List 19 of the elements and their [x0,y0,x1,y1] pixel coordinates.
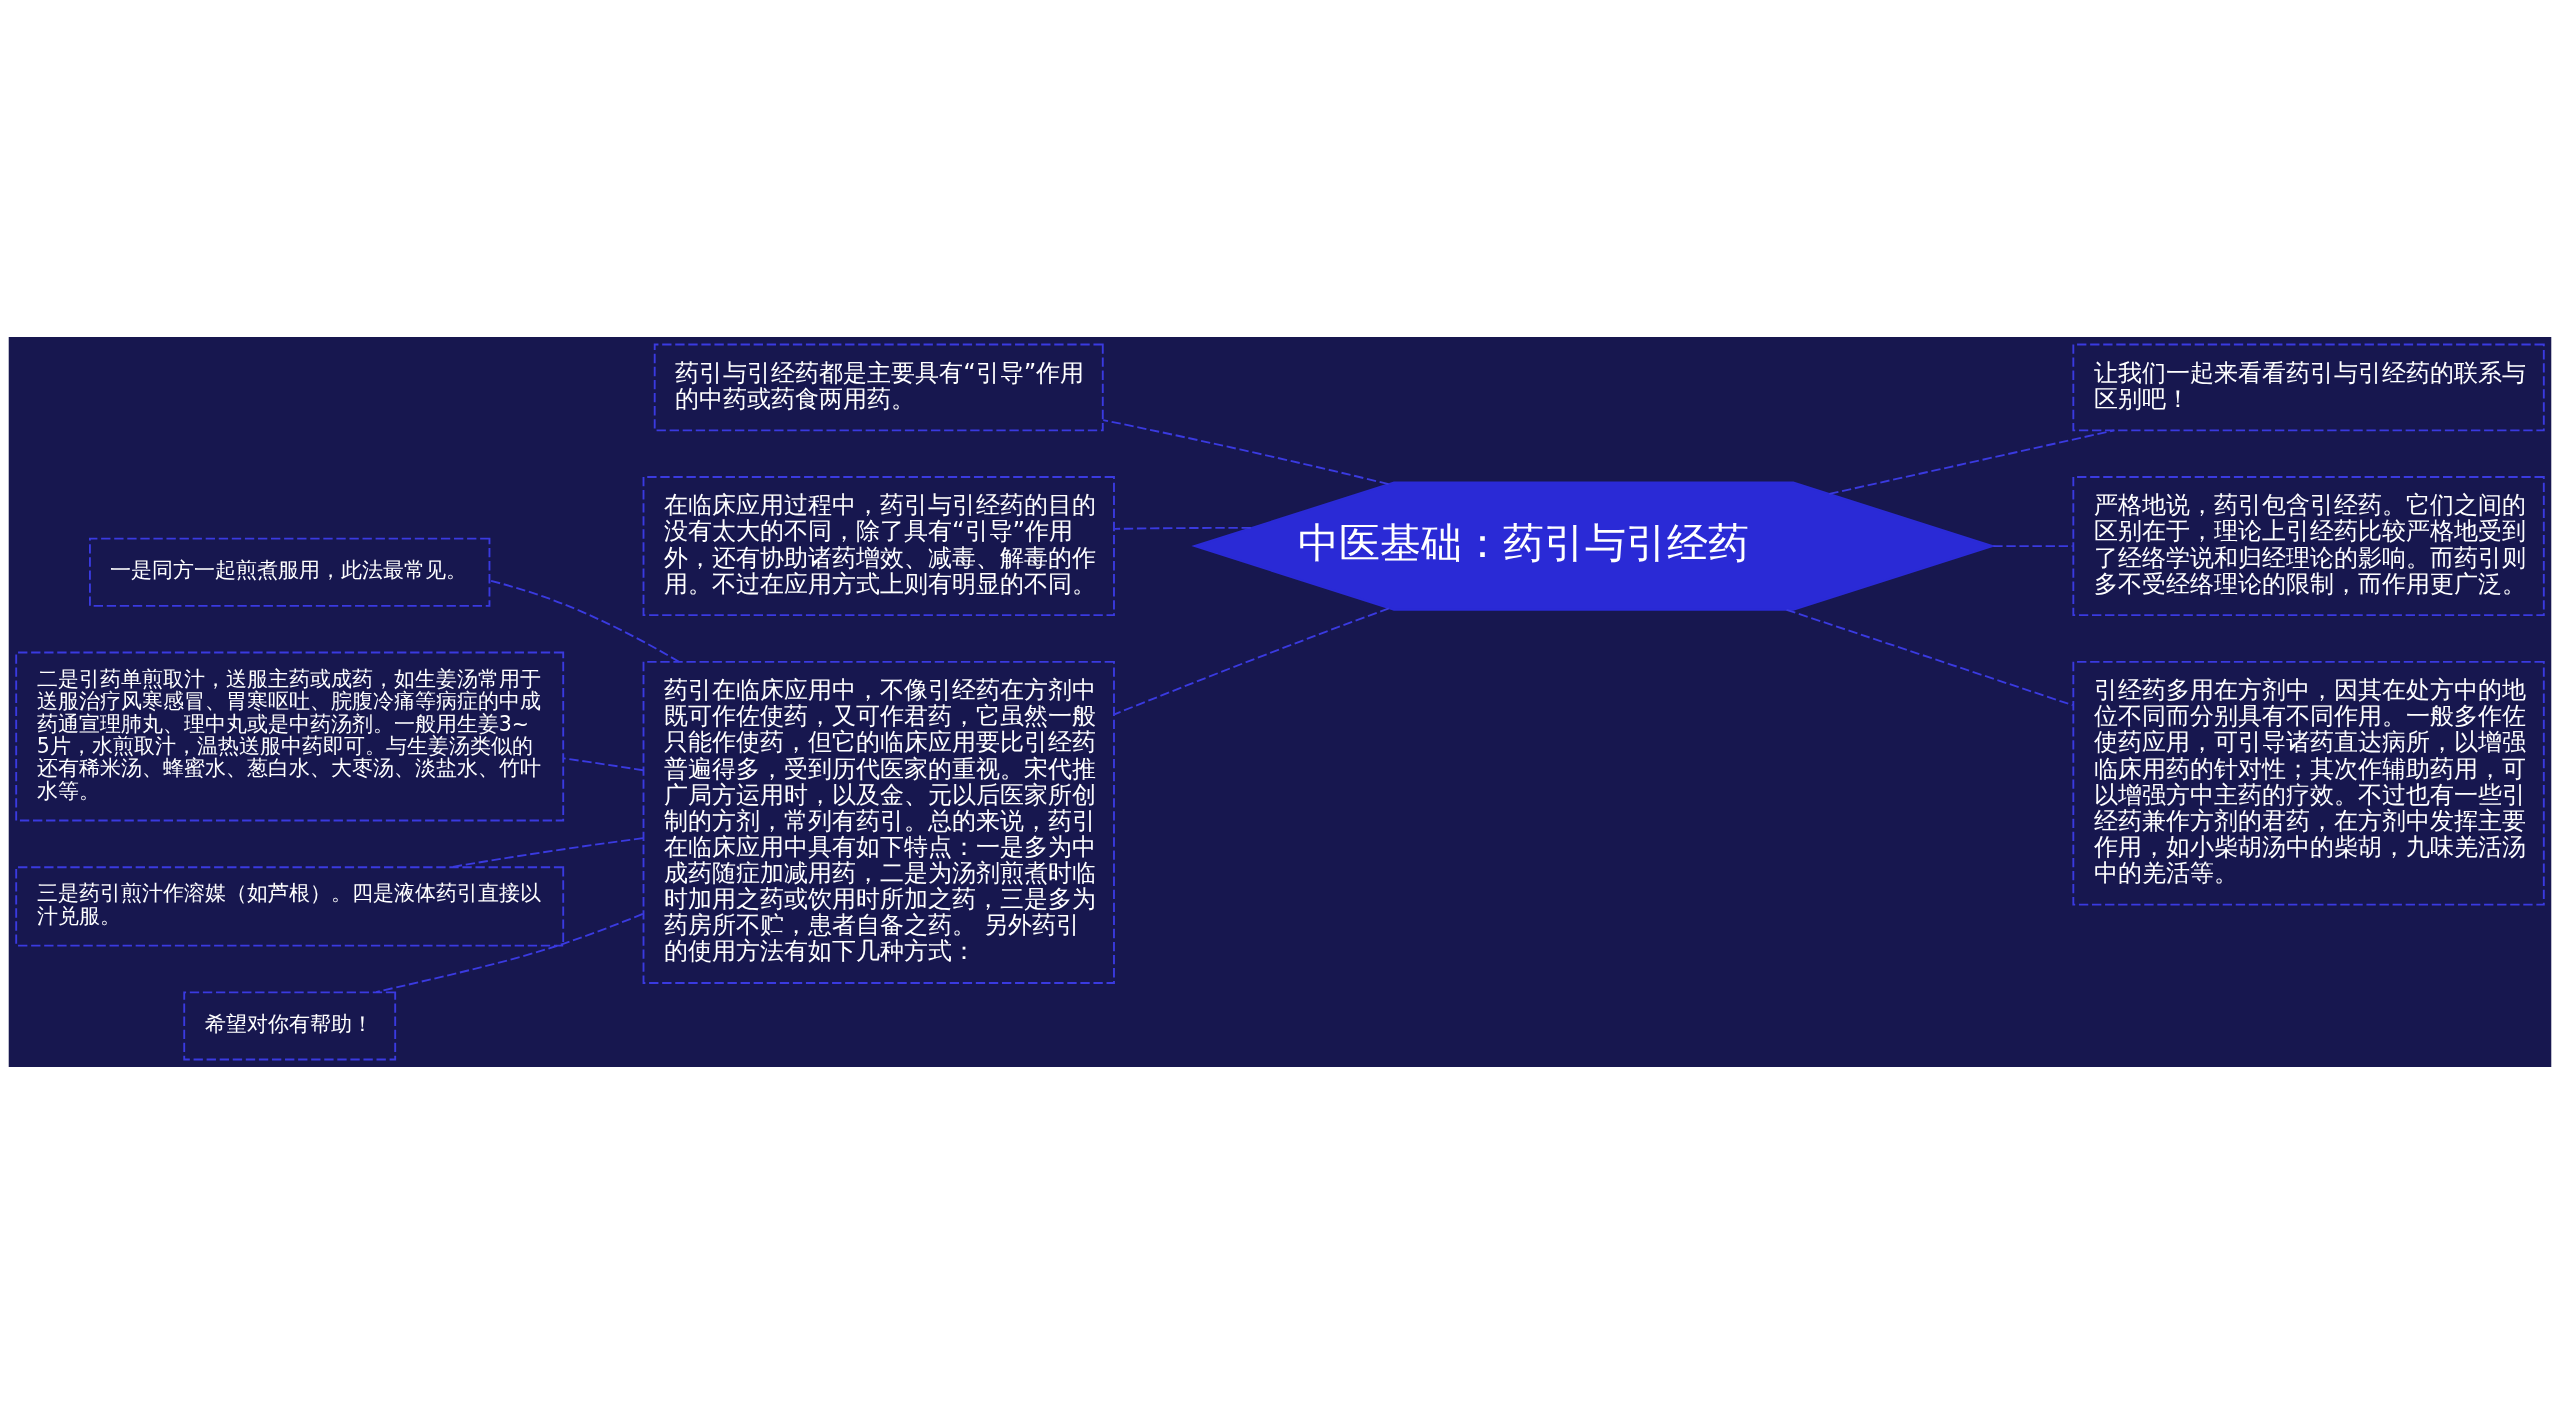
connector [1113,526,1252,530]
node-box: 药引在临床应用中，不像引经药在方剂中既可作佐使药，又可作君药，它虽然一般只能作使药，但它的临床应用要比引经药普遍得多，受到历代医家的重视。宋代推广局方运用时，以及金、元以后医家所创制的方剂，常列有药引。总的来说，药引在临床应用中具有如下特点：一是多为中成药随症加减用药，二是为汤剂煎煮时临时加用之药或饮用时所加之药，三是多为药房所不贮，患者自备之药。 另外药引的使用方法有如下几种方式： [642,660,1115,984]
node-box: 一是同方一起煎煮服用，此法最常见。 [89,537,491,607]
node-box: 二是引药单煎取汁，送服主药或成药，如生姜汤常用于送服治疗风寒感冒、胃寒呕吐、脘腹冷痛等病症的中成药通宣理肺丸、理中丸或是中药汤剂。一般用生姜3~5片，水煎取汁，温热送服中药即可。与生姜汤类似的还有稀米汤、蜂蜜水、葱白水、大枣汤、淡盐水、竹叶水等。 [15,651,565,822]
connector [1785,608,2074,707]
node-box: 让我们一起来看看药引与引经药的联系与区别吧！ [2072,343,2545,432]
connector [1992,545,2074,548]
connector [1102,419,1390,486]
node-box: 严格地说，药引包含引经药。它们之间的区别在于，理论上引经药比较严格地受到了经络学说和归经理论的影响。而药引则多不受经络理论的限制，而作用更广泛。 [2072,476,2545,617]
connector [375,912,644,994]
node-box: 药引与引经药都是主要具有“引导”作用的中药或药食两用药。 [653,343,1104,432]
node-box: 三是药引煎汁作溶媒（如芦根）。四是液体药引直接以汁兑服。 [15,866,565,947]
connector [1113,607,1390,716]
connector [562,757,645,772]
connector [1828,429,2116,495]
node-box: 引经药多用在方剂中，因其在处方中的地位不同而分别具有不同作用。一般多作佐使药应用，可引导诸药直达病所，以增强临床用药的针对性；其次作辅助药用，可以增强方中主药的疗效。不过也有一些引经药兼作方剂的君药，在方剂中发挥主要作用，如小柴胡汤中的柴胡，九味羌活汤中的羌活等。 [2072,660,2545,906]
connector [488,579,680,663]
node-box: 希望对你有帮助！ [183,991,397,1061]
node-box: 在临床应用过程中，药引与引经药的目的没有太大的不同，除了具有“引导”作用外，还有协助诸药增效、减毒、解毒的作用。不过在应用方式上则有明显的不同。 [642,476,1115,617]
